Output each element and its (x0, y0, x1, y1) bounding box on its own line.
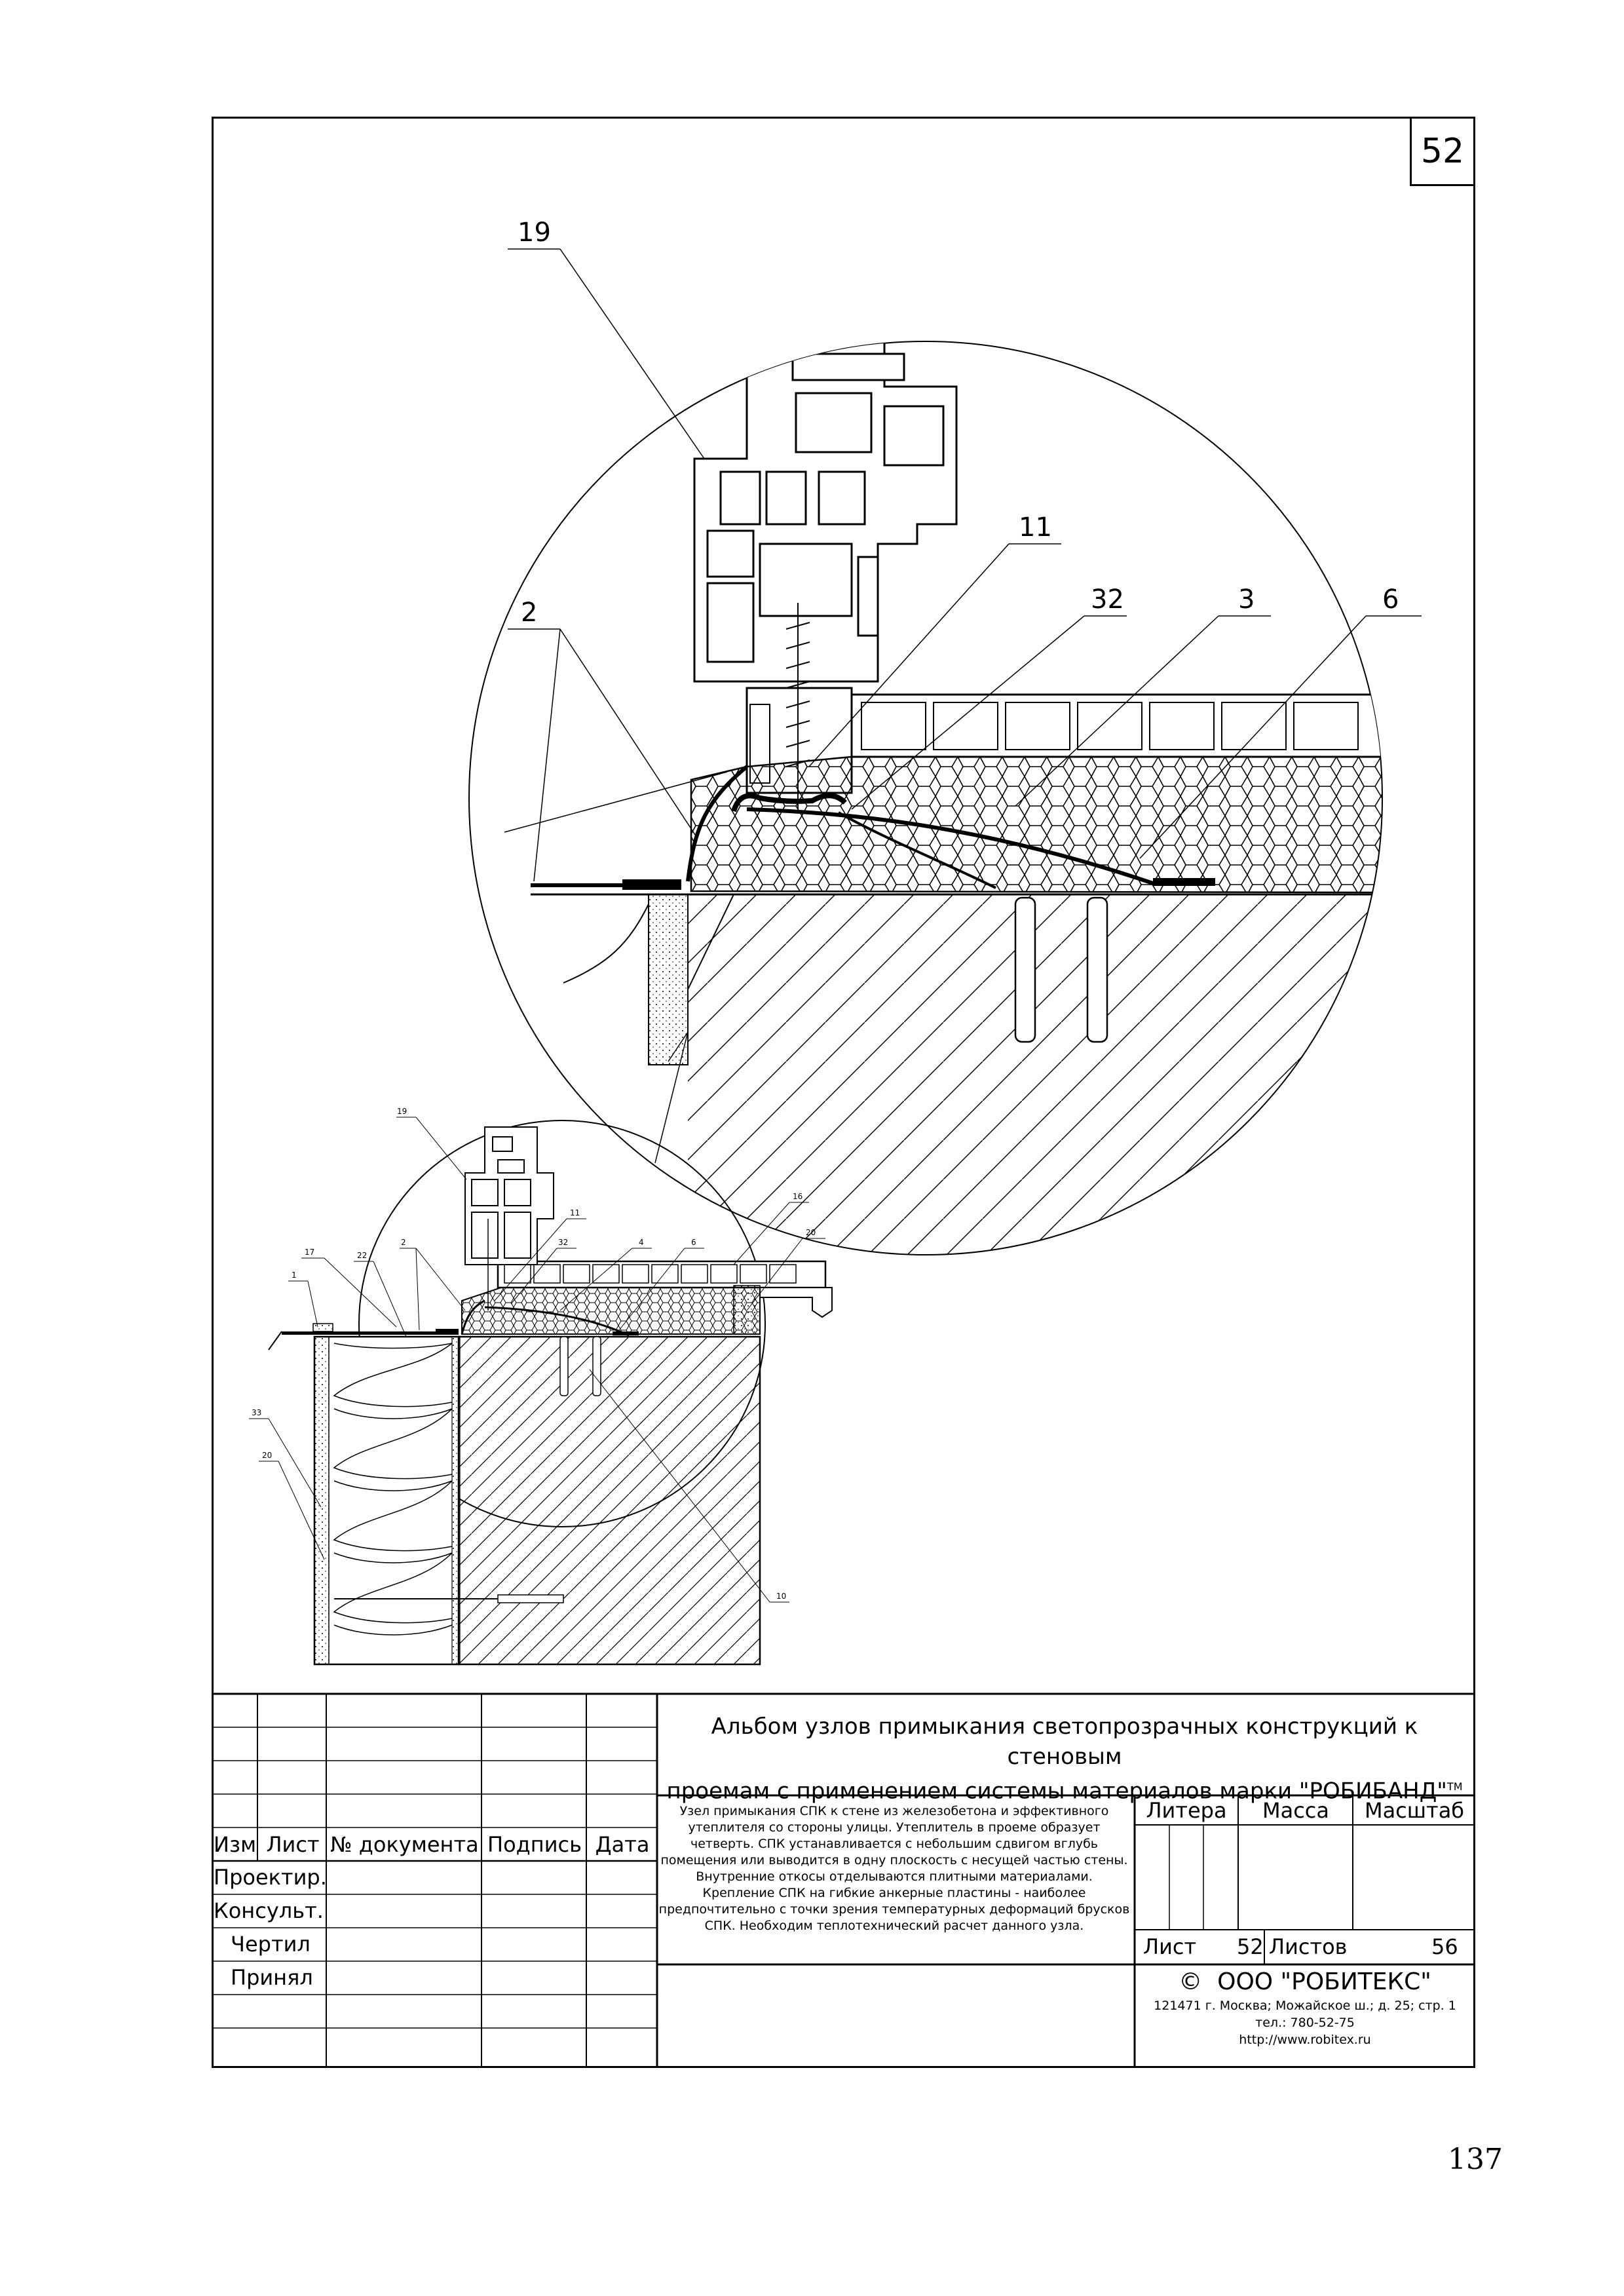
header-izm: Изм (214, 1832, 257, 1857)
list-label: Лист (1143, 1934, 1197, 1959)
listov-label: Листов (1269, 1934, 1348, 1959)
company-website: http://www.robitex.ru (1239, 2033, 1371, 2047)
header-sign: Подпись (487, 1832, 582, 1857)
title-block-grid (212, 1693, 1475, 2068)
small-callout-20b: 20 (262, 1451, 272, 1460)
header-date: Дата (595, 1832, 650, 1857)
small-callout-20: 20 (806, 1228, 816, 1237)
role-consultant: Консульт. (214, 1898, 324, 1923)
role-approver: Принял (231, 1965, 313, 1990)
sheet-number-box: 52 (1410, 117, 1475, 186)
callout-19: 19 (518, 218, 551, 248)
callout-32: 32 (1091, 584, 1124, 615)
company-address: 121471 г. Москва; Можайское ш.; д. 25; с… (1154, 1999, 1456, 2013)
small-callout-33: 33 (252, 1408, 261, 1417)
small-callout-32: 32 (558, 1238, 568, 1247)
callout-6: 6 (1382, 584, 1399, 615)
small-callout-2: 2 (401, 1238, 406, 1247)
small-callout-10: 10 (776, 1592, 786, 1601)
company-phone: тел.: 780-52-75 (1255, 2016, 1355, 2030)
callout-3: 3 (1238, 584, 1255, 615)
company-block: © ООО "РОБИТЕКС" 121471 г. Москва; Можай… (1135, 1967, 1475, 2048)
small-callout-16: 16 (793, 1192, 803, 1201)
album-title-line2-wrap: проемам с применением системы материалов… (662, 1772, 1467, 1806)
listov-value: 56 (1431, 1934, 1458, 1959)
node-description: Узел примыкания СПК к стене из железобет… (658, 1804, 1130, 1933)
header-list: Лист (266, 1832, 320, 1857)
small-callout-4: 4 (639, 1238, 644, 1247)
callout-2: 2 (521, 598, 537, 628)
small-callout-19: 19 (397, 1107, 407, 1116)
small-callout-11: 11 (570, 1208, 580, 1217)
small-callout-22: 22 (357, 1251, 367, 1260)
company-name: ООО "РОБИТЕКС" (1217, 1968, 1431, 1995)
album-title-line2: проемам с применением системы материалов… (666, 1778, 1447, 1805)
massa-label: Масса (1262, 1798, 1329, 1823)
copyright-icon: © (1179, 1968, 1203, 1995)
masshtab-label: Масштаб (1364, 1798, 1465, 1823)
callout-11: 11 (1019, 512, 1052, 543)
page-number: 137 (1448, 2143, 1503, 2176)
sheet-number: 52 (1420, 132, 1465, 171)
small-callout-17: 17 (305, 1248, 314, 1257)
drawing-frame (212, 117, 1475, 2068)
small-detail: 19 11 32 4 6 16 20 17 22 2 1 33 20 10 (249, 1107, 833, 1666)
small-callout-1: 1 (292, 1271, 297, 1280)
album-title: Альбом узлов примыкания светопрозрачных … (662, 1712, 1467, 1806)
role-drafter: Чертил (231, 1932, 311, 1957)
small-callout-6: 6 (691, 1238, 696, 1247)
album-title-line1: Альбом узлов примыкания светопрозрачных … (711, 1713, 1418, 1770)
litera-label: Литера (1146, 1798, 1227, 1823)
role-designer: Проектир. (214, 1865, 327, 1890)
list-value: 52 (1237, 1934, 1264, 1959)
trademark: ТМ (1446, 1780, 1463, 1793)
header-doc: № документа (330, 1832, 479, 1857)
company-line: © ООО "РОБИТЕКС" (1135, 1967, 1475, 1997)
